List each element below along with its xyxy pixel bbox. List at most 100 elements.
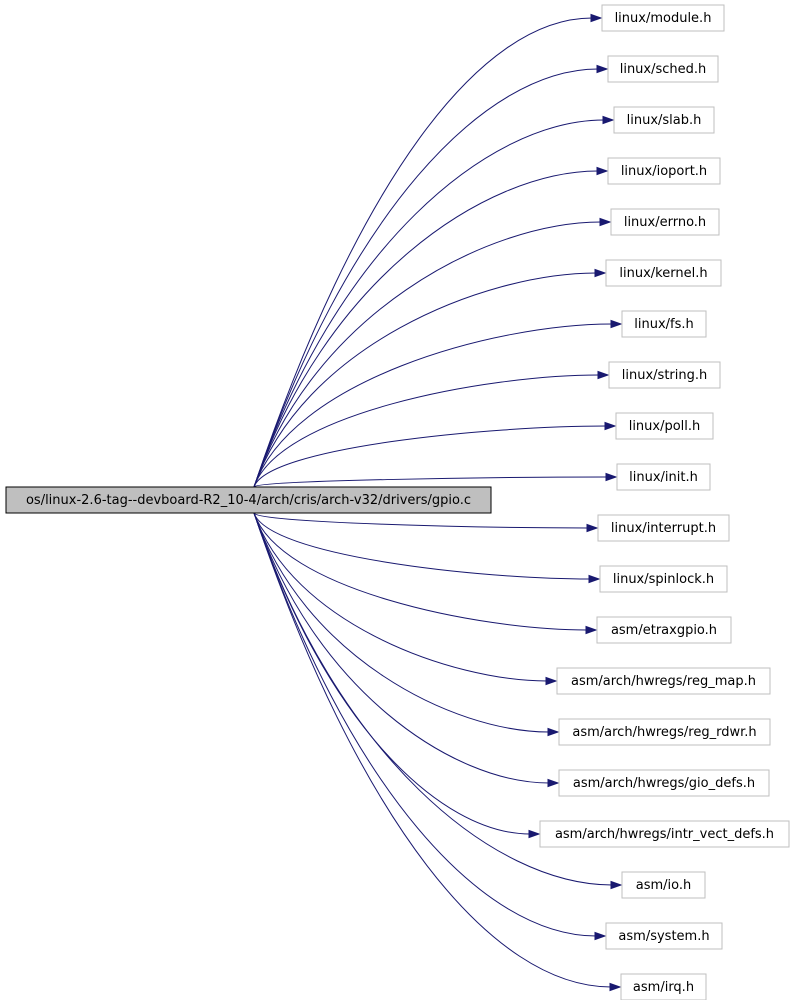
include-node-layer: linux/module.h linux/sched.h linux/slab.h l…: [539, 4, 790, 1000]
include-node-label: linux/module.h: [615, 11, 712, 26]
dependency-edge: [253, 512, 613, 886]
dependency-edge: [253, 512, 591, 580]
include-node[interactable]: asm/arch/hwregs/reg_rdwr.h: [558, 718, 771, 746]
include-node-label: asm/etraxgpio.h: [611, 623, 717, 638]
dependency-edge: [253, 68, 599, 488]
dependency-edge: [253, 512, 588, 631]
arrowhead-icon: [599, 217, 612, 227]
arrowhead-icon: [586, 523, 599, 533]
dependency-edge: [253, 374, 600, 488]
include-node-label: linux/init.h: [629, 470, 698, 485]
arrowhead-icon: [594, 268, 607, 278]
include-node-label: linux/fs.h: [634, 317, 694, 332]
include-node[interactable]: asm/irq.h: [620, 973, 707, 1000]
include-node[interactable]: linux/module.h: [601, 4, 725, 32]
include-node-box: [613, 106, 715, 134]
arrowhead-icon: [594, 931, 607, 941]
include-node-box: [539, 820, 790, 848]
arrowhead-icon: [609, 982, 622, 992]
include-node[interactable]: asm/arch/hwregs/reg_map.h: [556, 667, 771, 695]
include-node-box: [620, 973, 707, 1000]
arrowhead-icon: [545, 676, 558, 686]
include-node[interactable]: linux/spinlock.h: [599, 565, 728, 593]
dependency-edge: [253, 272, 597, 488]
dependency-edge: [253, 512, 550, 784]
include-node-box: [605, 922, 723, 950]
include-node[interactable]: linux/fs.h: [621, 310, 707, 338]
include-node[interactable]: asm/arch/hwregs/intr_vect_defs.h: [539, 820, 790, 848]
arrowhead-icon: [528, 829, 541, 839]
arrowhead-icon: [596, 64, 609, 74]
include-node[interactable]: linux/slab.h: [613, 106, 715, 134]
include-node[interactable]: asm/etraxgpio.h: [596, 616, 732, 644]
dependency-edge: [253, 221, 602, 488]
include-node-label: asm/system.h: [618, 929, 709, 944]
include-node-label: linux/kernel.h: [619, 266, 707, 281]
dependency-edge: [253, 512, 548, 682]
arrowhead-icon: [588, 574, 601, 584]
source-file-node[interactable]: os/linux-2.6-tag--devboard-R2_10-4/arch/…: [5, 486, 492, 514]
include-node-label: linux/slab.h: [627, 113, 702, 128]
arrowhead-icon: [605, 472, 618, 482]
arrowhead-icon: [597, 370, 610, 380]
dependency-edge: [253, 119, 605, 488]
arrowhead-icon: [610, 319, 623, 329]
source-file-label: os/linux-2.6-tag--devboard-R2_10-4/arch/…: [26, 493, 471, 508]
include-node-label: linux/string.h: [622, 368, 707, 383]
include-node[interactable]: asm/io.h: [621, 871, 706, 899]
include-node-label: linux/interrupt.h: [611, 521, 716, 536]
include-node-box: [616, 463, 711, 491]
include-node-label: asm/irq.h: [633, 980, 694, 995]
include-node-box: [607, 157, 721, 185]
include-node[interactable]: asm/system.h: [605, 922, 723, 950]
include-node[interactable]: linux/ioport.h: [607, 157, 721, 185]
arrowhead-icon: [596, 166, 609, 176]
include-node-label: asm/arch/hwregs/intr_vect_defs.h: [555, 827, 774, 842]
include-node-label: linux/errno.h: [624, 215, 706, 230]
include-node-box: [605, 259, 722, 287]
include-node-box: [556, 667, 771, 695]
dependency-edge: [253, 170, 599, 488]
dependency-edge: [253, 512, 597, 937]
include-node-label: linux/poll.h: [629, 419, 701, 434]
dependency-edge: [253, 512, 589, 529]
include-node[interactable]: linux/sched.h: [607, 55, 719, 83]
dependency-edge: [253, 512, 550, 733]
include-node-box: [599, 565, 728, 593]
include-node-label: asm/arch/hwregs/reg_map.h: [571, 674, 756, 689]
arrowhead-icon: [610, 880, 623, 890]
include-node[interactable]: linux/kernel.h: [605, 259, 722, 287]
edge-layer: [253, 13, 623, 992]
arrowhead-icon: [590, 13, 603, 23]
arrowhead-icon: [547, 778, 560, 788]
include-node-box: [601, 4, 725, 32]
source-file-box: [5, 486, 492, 514]
arrowhead-icon: [604, 421, 617, 431]
dependency-edge: [253, 323, 613, 488]
include-node[interactable]: linux/interrupt.h: [597, 514, 730, 542]
arrowhead-icon: [585, 625, 598, 635]
include-node[interactable]: linux/string.h: [608, 361, 721, 389]
include-node-label: asm/io.h: [636, 878, 692, 893]
include-node-label: linux/spinlock.h: [613, 572, 714, 587]
dependency-edge: [253, 425, 607, 488]
include-node-box: [621, 871, 706, 899]
include-node-box: [615, 412, 714, 440]
include-node-label: asm/arch/hwregs/gio_defs.h: [573, 776, 755, 791]
include-node-box: [558, 769, 770, 797]
include-node[interactable]: linux/init.h: [616, 463, 711, 491]
dependency-edge: [253, 512, 531, 835]
dependency-edge: [253, 17, 593, 488]
include-node[interactable]: linux/poll.h: [615, 412, 714, 440]
dependency-edge: [253, 512, 612, 988]
include-node-box: [621, 310, 707, 338]
include-node-box: [608, 361, 721, 389]
include-node-box: [610, 208, 720, 236]
include-node-label: linux/sched.h: [620, 62, 707, 77]
include-node[interactable]: linux/errno.h: [610, 208, 720, 236]
include-node[interactable]: asm/arch/hwregs/gio_defs.h: [558, 769, 770, 797]
include-node-box: [558, 718, 771, 746]
arrowhead-icon: [602, 115, 615, 125]
dependency-edge: [253, 476, 608, 488]
